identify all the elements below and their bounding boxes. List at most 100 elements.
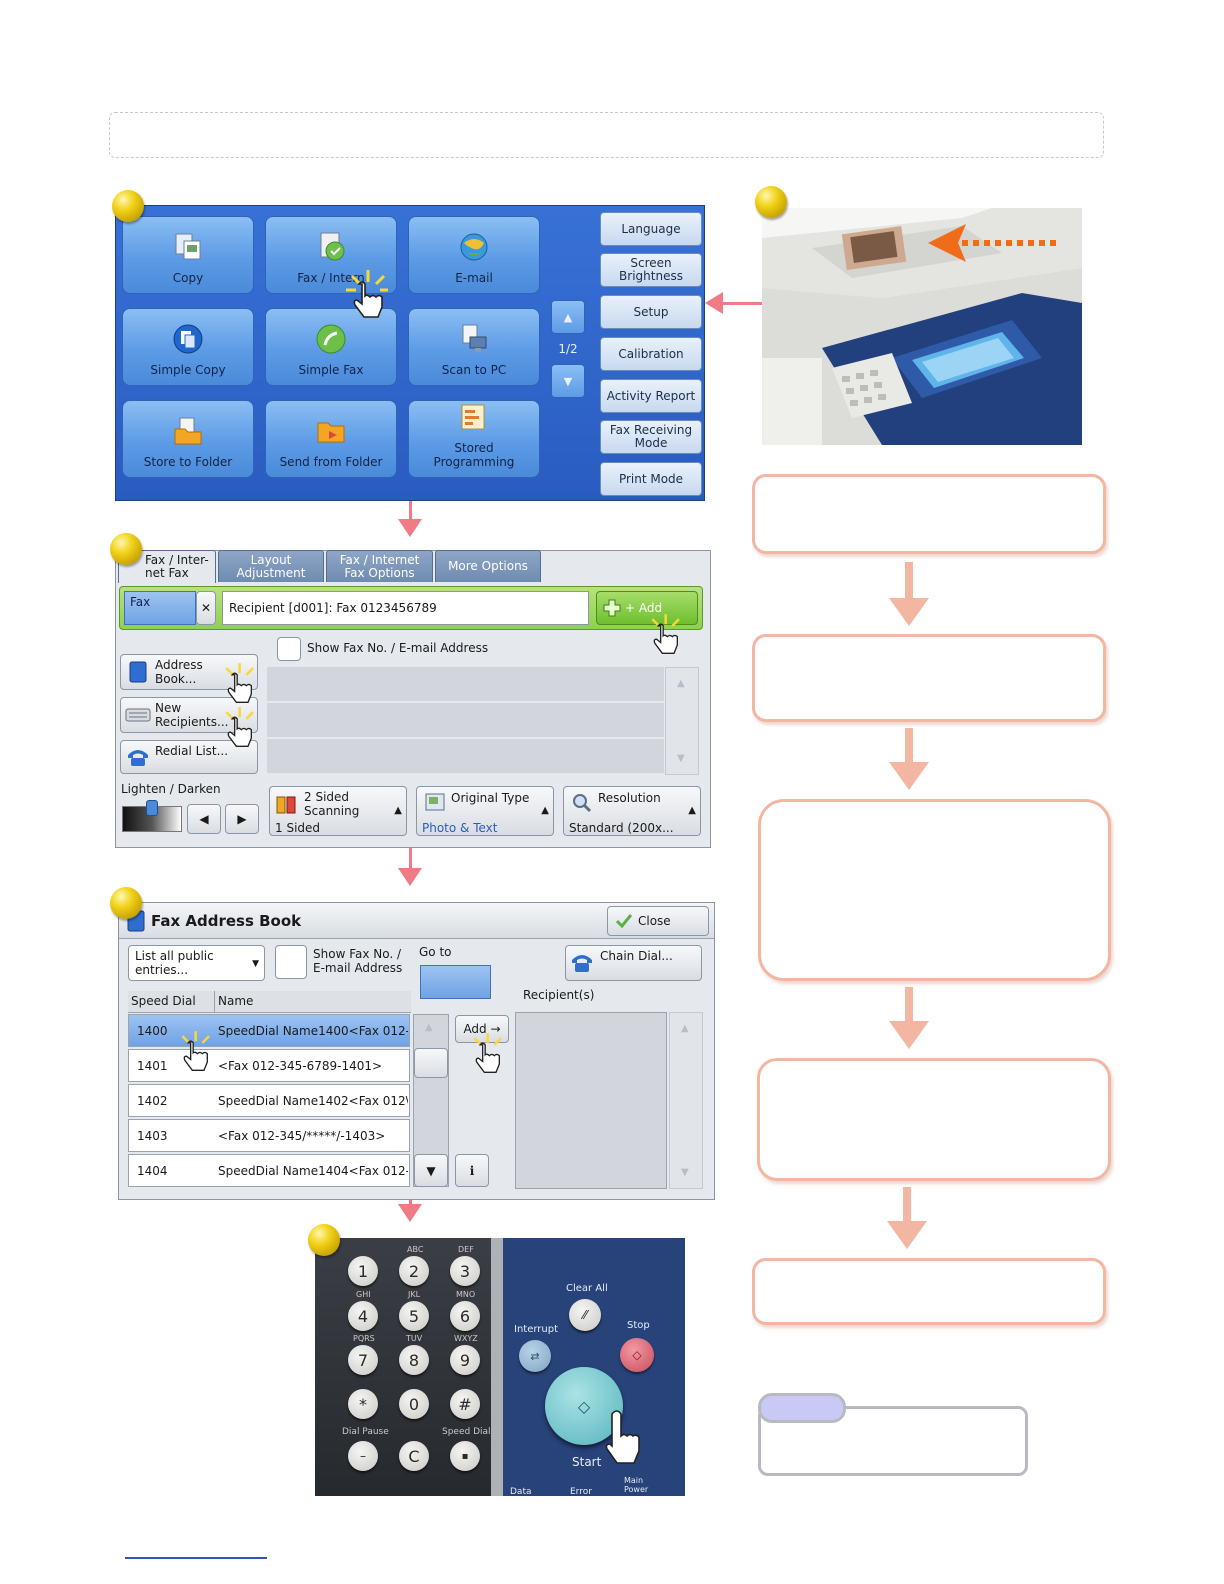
tab-fax-options[interactable]: Fax / Internet Fax Options bbox=[326, 550, 433, 582]
show-fax-no-label: Show Fax No. / E-mail Address bbox=[307, 641, 489, 655]
table-row[interactable]: 1401 <Fax 012-345-6789-1401> bbox=[128, 1049, 410, 1082]
table-row[interactable]: 1400 SpeedDial Name1400<Fax 012- bbox=[128, 1014, 410, 1047]
store-to-folder-button[interactable]: Store to Folder bbox=[122, 400, 254, 478]
tab-fax-label: Fax / Inter- net Fax bbox=[145, 553, 209, 580]
key-9[interactable]: 9 bbox=[450, 1345, 480, 1375]
recipients-scrollbar[interactable]: ▲ ▼ bbox=[669, 1012, 703, 1189]
list-filter-dropdown[interactable]: List all public entries... ▼ bbox=[128, 945, 265, 981]
two-sided-scanning-button[interactable]: 2 Sided Scanning 1 Sided ▲ bbox=[269, 786, 407, 836]
close-button[interactable]: Close bbox=[607, 906, 709, 936]
details-button[interactable]: i bbox=[455, 1154, 489, 1187]
simple-fax-icon bbox=[316, 324, 346, 354]
email-button[interactable]: E-mail bbox=[408, 216, 540, 294]
density-slider-handle[interactable] bbox=[146, 800, 158, 816]
recipient-input[interactable]: Recipient [d001]: Fax 0123456789 bbox=[222, 591, 589, 625]
key-3[interactable]: 3 bbox=[450, 1256, 480, 1286]
store-to-folder-label: Store to Folder bbox=[143, 455, 233, 469]
key-hash[interactable]: # bbox=[450, 1389, 480, 1419]
table-row[interactable]: 1402 SpeedDial Name1402<Fax 012\ bbox=[128, 1084, 410, 1117]
show-fax-no-checkbox[interactable] bbox=[277, 637, 301, 661]
telephone-icon bbox=[128, 750, 148, 766]
recipient-list-row[interactable] bbox=[267, 703, 664, 739]
send-from-folder-button[interactable]: Send from Folder bbox=[265, 400, 397, 478]
recipient-list-row[interactable] bbox=[267, 739, 664, 775]
flow-arrow-line bbox=[905, 987, 913, 1023]
chain-dial-button[interactable]: Chain Dial... bbox=[565, 945, 702, 981]
key-4[interactable]: 4 bbox=[348, 1301, 378, 1331]
clear-all-button[interactable]: ⁄⁄ bbox=[569, 1299, 601, 1331]
arrow-down-icon bbox=[398, 519, 422, 537]
clear-recipient-button[interactable]: ✕ bbox=[196, 591, 216, 625]
fax-receiving-mode-button[interactable]: Fax Receiving Mode bbox=[600, 420, 702, 454]
speed-dial-label: Speed Dial bbox=[442, 1427, 491, 1437]
tab-more-options[interactable]: More Options bbox=[435, 550, 541, 582]
go-to-label: Go to bbox=[419, 945, 452, 959]
go-to-input[interactable] bbox=[420, 965, 491, 999]
recipients-list[interactable] bbox=[515, 1012, 667, 1189]
tap-hand-icon bbox=[346, 270, 388, 318]
interrupt-button[interactable]: ⇄ bbox=[519, 1340, 551, 1372]
flow-arrow-down-icon bbox=[887, 1221, 927, 1249]
key-1[interactable]: 1 bbox=[348, 1256, 378, 1286]
key-8[interactable]: 8 bbox=[399, 1345, 429, 1375]
start-button[interactable]: ◇ bbox=[545, 1367, 623, 1445]
original-type-button[interactable]: Original Type Photo & Text ▲ bbox=[416, 786, 554, 836]
table-row[interactable]: 1403 <Fax 012-345/*****/-1403> bbox=[128, 1119, 410, 1152]
tap-hand-icon bbox=[181, 1031, 210, 1071]
list-scrollbar[interactable]: ▲ ▼ bbox=[665, 667, 699, 775]
speed-dial-button[interactable]: ▪ bbox=[450, 1441, 480, 1471]
redial-list-label: Redial List... bbox=[155, 744, 229, 758]
clear-key[interactable]: C bbox=[399, 1441, 429, 1471]
stored-programming-button[interactable]: Stored Programming bbox=[408, 400, 540, 478]
table-row[interactable]: 1404 SpeedDial Name1404<Fax 012- bbox=[128, 1154, 410, 1187]
fax-internet-fax-button[interactable]: Fax / Intern bbox=[265, 216, 397, 294]
lighter-button[interactable]: ◀ bbox=[187, 804, 221, 834]
tab-layout-adjustment[interactable]: Layout Adjustment bbox=[218, 550, 324, 582]
recipients-label: Recipient(s) bbox=[523, 988, 595, 1002]
fax-label: Fax / Intern bbox=[297, 271, 365, 285]
clear-c-icon: C bbox=[408, 1446, 420, 1466]
address-book-button[interactable]: Address Book... bbox=[120, 654, 258, 690]
activity-report-button[interactable]: Activity Report bbox=[600, 379, 702, 413]
activity-report-label: Activity Report bbox=[606, 388, 696, 403]
darker-button[interactable]: ▶ bbox=[225, 804, 259, 834]
chevron-down-icon: ▼ bbox=[681, 1167, 689, 1178]
two-sided-title: 2 Sided Scanning bbox=[304, 790, 360, 818]
recipient-list-row[interactable] bbox=[267, 667, 664, 703]
scrollbar-thumb[interactable] bbox=[414, 1048, 448, 1078]
key-label: 4 bbox=[357, 1306, 369, 1326]
copy-button[interactable]: Copy bbox=[122, 216, 254, 294]
start-icon: ◇ bbox=[577, 1396, 591, 1416]
flow-arrow-line bbox=[905, 562, 913, 602]
stop-button[interactable]: ◇ bbox=[620, 1338, 654, 1372]
setup-button[interactable]: Setup bbox=[600, 295, 702, 329]
show-fax-no-checkbox[interactable] bbox=[275, 945, 307, 979]
print-mode-button[interactable]: Print Mode bbox=[600, 462, 702, 496]
dial-pause-button[interactable]: – bbox=[348, 1441, 378, 1471]
key-7[interactable]: 7 bbox=[348, 1345, 378, 1375]
simple-copy-button[interactable]: Simple Copy bbox=[122, 308, 254, 386]
key-label: 6 bbox=[459, 1306, 471, 1326]
key-star[interactable]: * bbox=[348, 1389, 378, 1419]
scan-to-pc-button[interactable]: Scan to PC bbox=[408, 308, 540, 386]
speed-dial-cell: 1400 bbox=[137, 1024, 168, 1038]
scroll-down-button[interactable]: ▼ bbox=[551, 364, 585, 398]
key-0[interactable]: 0 bbox=[399, 1389, 429, 1419]
resolution-button[interactable]: Resolution Standard (200x... ▲ bbox=[563, 786, 701, 836]
add-recipient-button[interactable]: + Add bbox=[596, 591, 698, 625]
screen-brightness-button[interactable]: Screen Brightness bbox=[600, 253, 702, 287]
store-folder-icon bbox=[174, 417, 202, 445]
language-button[interactable]: Language bbox=[600, 212, 702, 246]
key-6[interactable]: 6 bbox=[450, 1301, 480, 1331]
key-label: 0 bbox=[408, 1394, 420, 1414]
key-5[interactable]: 5 bbox=[399, 1301, 429, 1331]
flow-arrow-down-icon bbox=[889, 762, 929, 790]
scroll-up-button[interactable]: ▲ bbox=[551, 300, 585, 334]
calibration-button[interactable]: Calibration bbox=[600, 337, 702, 371]
key-label: 3 bbox=[459, 1261, 471, 1281]
simple-fax-button[interactable]: Simple Fax bbox=[265, 308, 397, 386]
flow-step-box-3 bbox=[758, 799, 1111, 981]
chevron-down-icon: ▼ bbox=[677, 753, 685, 764]
key-2[interactable]: 2 bbox=[399, 1256, 429, 1286]
scroll-down-button[interactable]: ▼ bbox=[414, 1154, 448, 1187]
